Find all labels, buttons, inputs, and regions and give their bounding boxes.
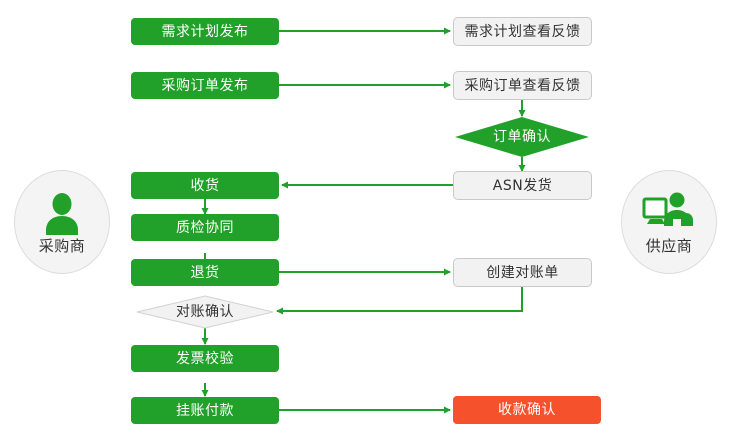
node-payable-payment[interactable]: 挂账付款 [131, 397, 279, 424]
person-at-computer-icon [642, 192, 693, 226]
actor-buyer[interactable]: 采购商 [14, 170, 110, 274]
node-label: 需求计划发布 [161, 23, 249, 40]
node-return-goods[interactable]: 退货 [131, 259, 279, 286]
node-asn-shipment[interactable]: ASN发货 [453, 171, 592, 200]
actor-supplier[interactable]: 供应商 [621, 170, 717, 274]
node-receive-goods[interactable]: 收货 [131, 172, 279, 199]
node-label: 收款确认 [498, 402, 556, 418]
node-label: ASN发货 [492, 177, 553, 194]
node-label: 订单确认 [493, 129, 551, 145]
node-label: 挂账付款 [176, 402, 234, 419]
edge-create-statement-to-statement-confirm [276, 286, 523, 315]
actor-supplier-label: 供应商 [645, 236, 693, 255]
node-label: 退货 [190, 264, 220, 281]
node-receipt-confirm[interactable]: 收款确认 [453, 396, 601, 424]
diamond-shape-green [455, 117, 589, 157]
node-create-statement[interactable]: 创建对账单 [453, 258, 592, 287]
node-statement-confirm[interactable]: 对账确认 [136, 295, 274, 329]
node-po-publish[interactable]: 采购订单发布 [131, 72, 279, 99]
node-demand-plan-publish[interactable]: 需求计划发布 [131, 18, 279, 45]
node-label: 创建对账单 [486, 264, 559, 281]
node-demand-plan-feedback[interactable]: 需求计划查看反馈 [453, 17, 592, 46]
node-invoice-check[interactable]: 发票校验 [131, 345, 279, 372]
node-label: 发票校验 [176, 350, 234, 367]
node-label: 对账确认 [176, 304, 234, 320]
node-label: 收货 [190, 177, 220, 194]
node-label: 采购订单查看反馈 [464, 77, 581, 94]
person-icon [46, 192, 78, 235]
node-quality-collab[interactable]: 质检协同 [131, 214, 279, 241]
node-order-confirm[interactable]: 订单确认 [455, 117, 589, 157]
node-label: 需求计划查看反馈 [464, 23, 581, 40]
node-po-feedback[interactable]: 采购订单查看反馈 [453, 71, 592, 100]
node-label: 质检协同 [176, 219, 234, 236]
node-label: 采购订单发布 [161, 77, 249, 94]
actor-buyer-label: 采购商 [38, 236, 86, 255]
